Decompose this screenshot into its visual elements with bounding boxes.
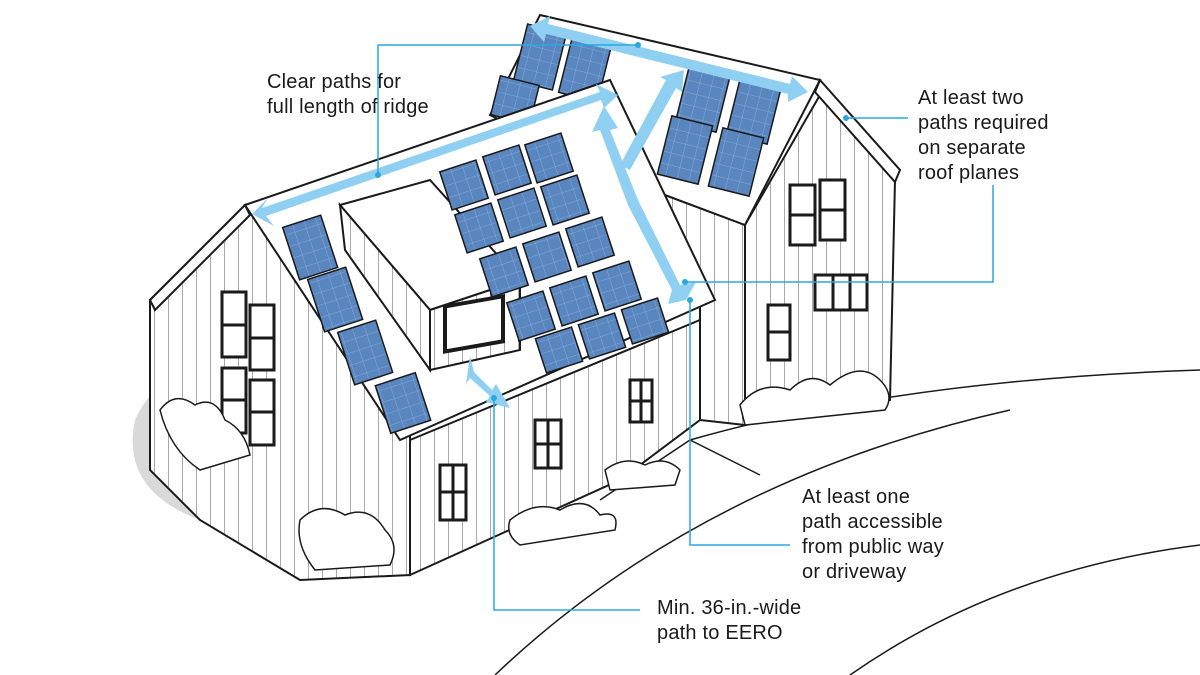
front-left-panels: [281, 214, 432, 435]
callout-ridge-paths: Clear paths for full length of ridge: [267, 70, 429, 120]
back-house-eave: [813, 78, 902, 184]
dormer: [338, 178, 522, 374]
callout-public-access: At least one path accessible from public…: [802, 485, 944, 585]
ridge-path-back-arrow: [530, 16, 808, 102]
callout-access-line-3: from public way: [802, 536, 944, 558]
dormer-window: [443, 293, 505, 354]
callout-planes-line-2: paths required: [918, 112, 1049, 134]
leader-planes: [685, 185, 994, 283]
front-shrubs-mid: [508, 502, 617, 546]
ridge-path-front-arrow: [252, 84, 618, 226]
front-shrubs-right: [604, 460, 681, 491]
callout-planes-line-4: roof planes: [918, 162, 1020, 184]
callout-planes-line-1: At least two: [918, 87, 1024, 109]
callout-access-line-4: or driveway: [802, 561, 907, 583]
front-shrubs-left: [159, 397, 251, 471]
callout-access-line-2: path accessible: [802, 511, 943, 533]
callout-access-line-1: At least one: [802, 486, 911, 508]
walkway-curve-lower: [494, 409, 1011, 675]
front-house-windows: [220, 290, 654, 522]
callout-eero-line-1: Min. 36-in.-wide: [657, 597, 802, 619]
callout-separate-planes: At least two paths required on separate …: [918, 86, 1049, 186]
callout-eero-line-2: path to EERO: [657, 622, 783, 644]
callout-ridge-line-1: Clear paths for: [267, 71, 402, 93]
front-house: [148, 78, 717, 582]
front-shrubs-bottom: [298, 507, 395, 571]
front-right-panels: [438, 132, 670, 374]
access-path-arrows: [252, 16, 808, 408]
callout-eero-path: Min. 36-in.-wide path to EERO: [657, 596, 801, 646]
leader-dots: [375, 42, 849, 401]
leader-eero: [493, 398, 640, 611]
leader-lines: [377, 44, 994, 611]
back-shrubs: [739, 370, 890, 426]
valley-upper-arrow: [620, 70, 684, 170]
back-house-windows: [766, 178, 869, 362]
callout-planes-line-3: on separate: [918, 137, 1026, 159]
lawn-curve: [849, 544, 1200, 675]
leader-ridge: [377, 44, 638, 175]
leader-access: [689, 300, 790, 546]
front-house-eave-left: [148, 203, 252, 312]
eero-path-arrow: [466, 356, 510, 408]
callout-ridge-line-2: full length of ridge: [267, 96, 429, 118]
valley-path-arrow: [592, 106, 696, 304]
